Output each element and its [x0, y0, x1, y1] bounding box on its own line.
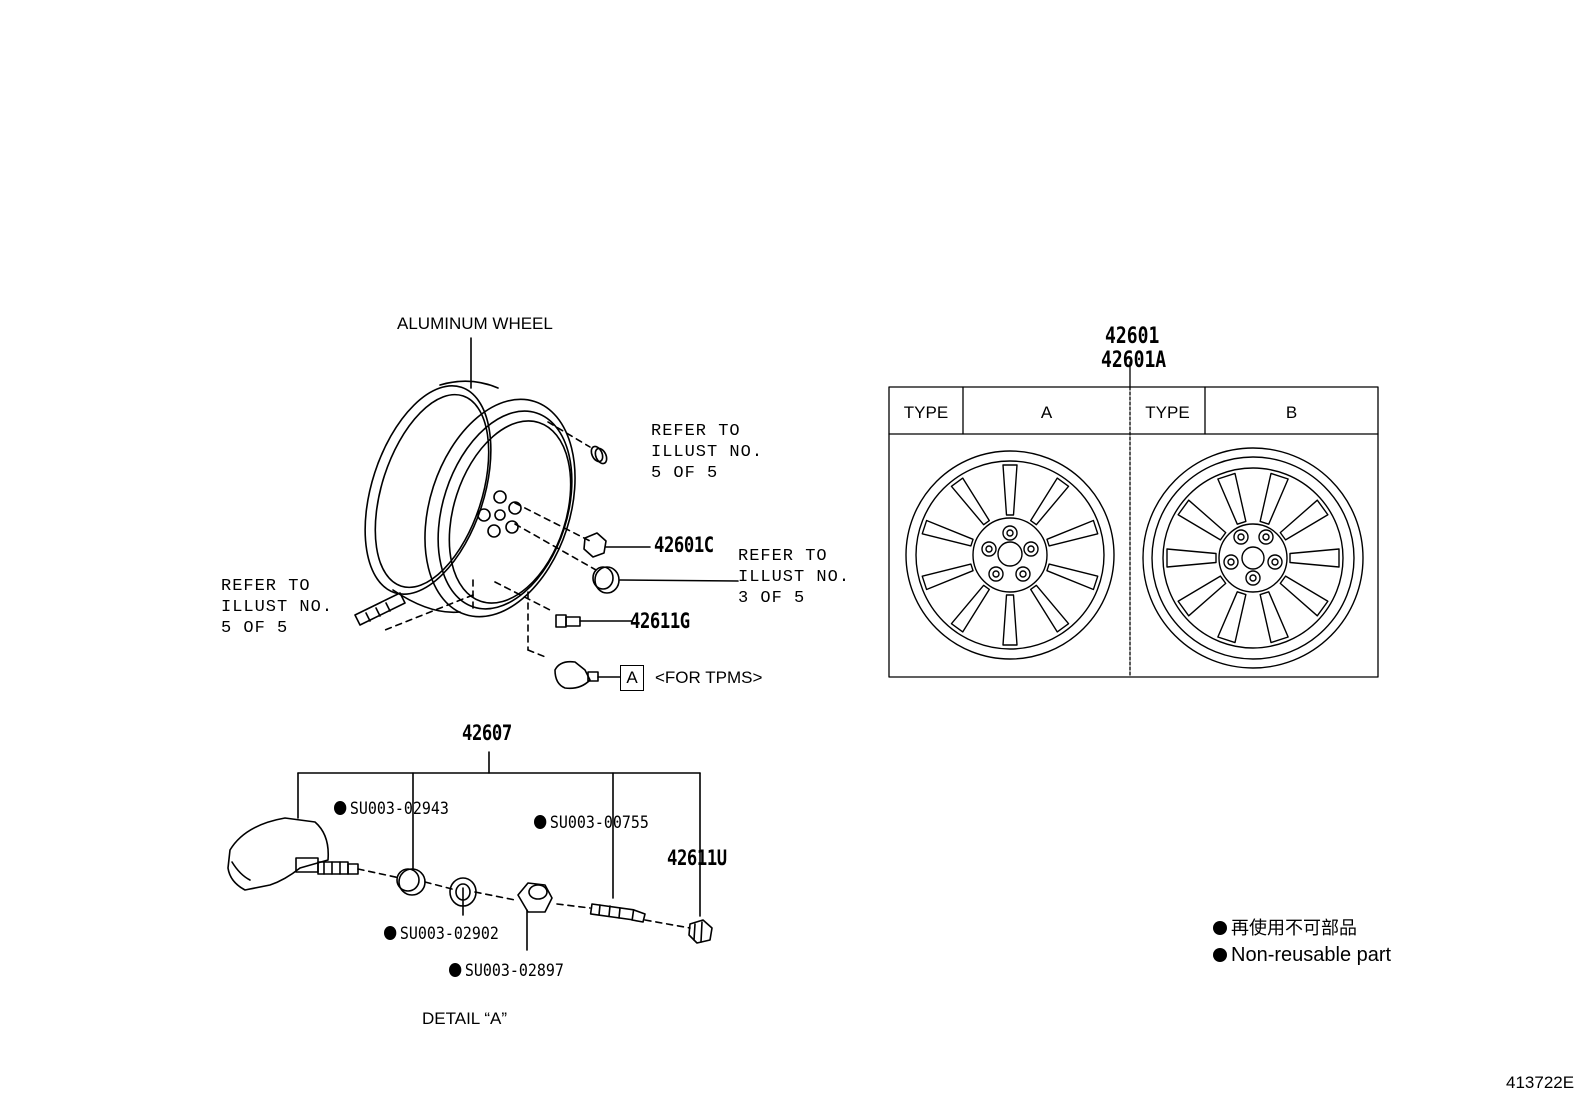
tpms-valve-body-drawing [227, 817, 359, 891]
type-header-b: TYPE [1145, 403, 1190, 422]
valve-cap-drawing [688, 919, 713, 944]
part-su003-02897[interactable]: SU003-02897 [449, 963, 564, 980]
wheel-spoke [1217, 591, 1247, 644]
wheel-spoke [1002, 594, 1018, 646]
part-su003-02943[interactable]: SU003-02943 [334, 801, 449, 818]
detail-a-caption: DETAIL “A” [422, 1009, 508, 1028]
wheel-spoke [1029, 477, 1070, 526]
legend-english: Non-reusable part [1213, 945, 1391, 965]
wheel-spoke [1279, 575, 1329, 617]
wheel-spoke [1002, 464, 1018, 516]
legend-japanese: 再使用不可部品 [1213, 920, 1357, 938]
valve-core-drawing [589, 903, 646, 923]
diagram-id: 413722E [1506, 1073, 1575, 1092]
wheel-spoke [950, 477, 991, 526]
non-reusable-dot [334, 801, 347, 815]
part-number-42611g[interactable]: 42611G [630, 609, 690, 633]
non-reusable-dot [384, 926, 397, 940]
detail-a-reference-box: A [620, 665, 644, 691]
grommet-drawing [396, 868, 426, 896]
wheel-spoke [1259, 591, 1289, 644]
wheel-spoke [1029, 584, 1070, 633]
type-header-a: TYPE [903, 403, 949, 422]
part-number-42601c[interactable]: 42601C [654, 533, 714, 557]
wheel-spoke [1289, 548, 1340, 568]
for-tpms-label: <FOR TPMS> [655, 668, 763, 687]
wheel-spoke [1166, 548, 1217, 568]
wheel-weight-drawing [354, 592, 406, 626]
non-reusable-dot [449, 963, 462, 977]
aluminum-wheel-drawing [364, 337, 576, 618]
legend-dot [1213, 921, 1227, 935]
aluminum-wheel-label: ALUMINUM WHEEL [397, 314, 553, 333]
washer-drawing [449, 877, 477, 907]
refer-illust-cap-label: REFER TO ILLUST NO. 3 OF 5 [738, 547, 851, 608]
wheel-spoke [1046, 563, 1099, 591]
type-b-label: B [1285, 403, 1298, 422]
part-number-42601a[interactable]: 42601A [1101, 348, 1167, 373]
wheel-spoke [1177, 575, 1227, 617]
part-number-42607[interactable]: 42607 [462, 721, 512, 745]
part-number-42601[interactable]: 42601 [1105, 324, 1160, 349]
clip-part-drawing [590, 445, 608, 465]
valve-42611g-drawing [555, 614, 633, 628]
wheel-spoke [950, 584, 991, 633]
part-number-42611u[interactable]: 42611U [667, 846, 727, 870]
wheel-spoke [1217, 472, 1247, 525]
refer-illust-left-label: REFER TO ILLUST NO. 5 OF 5 [221, 577, 334, 638]
refer-illust-right-label: REFER TO ILLUST NO. 5 OF 5 [651, 422, 764, 483]
detail-axis-line [357, 868, 691, 929]
wheel-type-a-drawing [905, 450, 1115, 660]
wheel-type-b-drawing [1142, 447, 1364, 669]
wheel-spoke [921, 519, 974, 547]
wheel-spoke [1177, 499, 1227, 541]
non-reusable-dot [534, 815, 547, 829]
valve-nut-drawing [517, 882, 553, 913]
type-table-grid [888, 361, 1379, 678]
nut-42601c-drawing [583, 532, 651, 558]
wheel-spoke [1046, 519, 1099, 547]
wheel-spoke [1279, 499, 1329, 541]
detail-bracket [297, 751, 701, 951]
wheel-spoke [1259, 472, 1289, 525]
center-cap-drawing [592, 566, 739, 594]
type-a-label: A [1040, 403, 1053, 422]
part-su003-02902[interactable]: SU003-02902 [384, 926, 499, 943]
wheel-spoke [921, 563, 974, 591]
tpms-sensor-drawing [554, 660, 621, 690]
wheel-leader-lines [384, 421, 597, 659]
legend-dot [1213, 948, 1227, 962]
part-su003-00755[interactable]: SU003-00755 [534, 815, 649, 832]
